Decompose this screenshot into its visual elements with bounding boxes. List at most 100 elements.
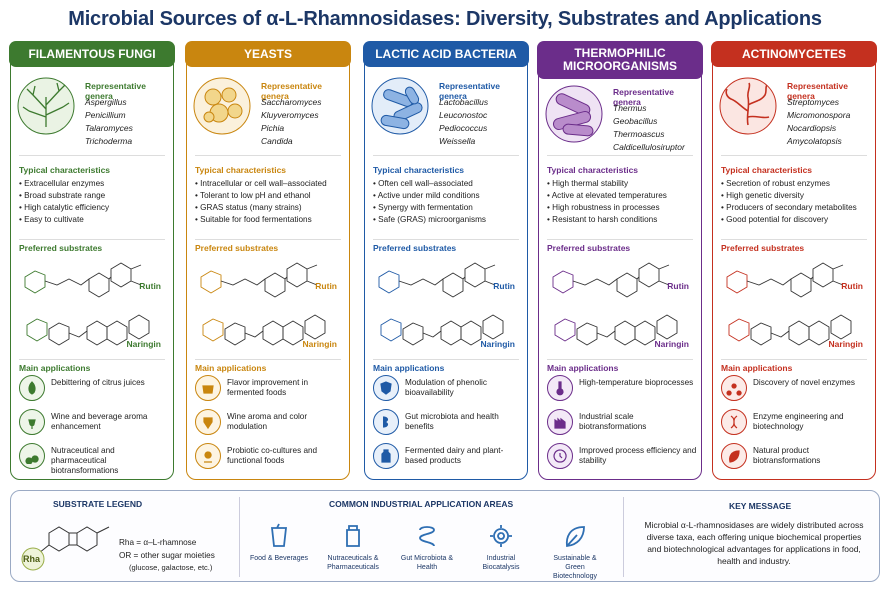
application-icon xyxy=(721,443,747,469)
application-icon xyxy=(547,443,573,469)
representative-genera-title: Representative genera xyxy=(85,81,146,101)
section-divider xyxy=(373,359,519,360)
application-item: High-temperature bioprocesses xyxy=(579,378,694,387)
genus-name: Caldicellulosiruptor xyxy=(613,142,685,152)
characteristic-item: Often cell wall–associated xyxy=(373,179,473,188)
rutin-structure xyxy=(721,255,869,312)
application-area: Food & Beverages xyxy=(247,521,311,563)
applications-title: Main applications xyxy=(373,363,445,373)
organism-illustration xyxy=(193,77,251,135)
substrate-label: Naringin xyxy=(480,339,515,349)
rutin-structure xyxy=(19,255,167,312)
naringin-structure xyxy=(547,305,695,362)
application-item: Natural product biotransformations xyxy=(753,446,821,465)
characteristics-title: Typical characteristics xyxy=(195,165,287,175)
substrates-title: Preferred substrates xyxy=(721,243,805,253)
application-item: Industrial scale biotransformations xyxy=(579,412,647,431)
representative-genera-title: Representative genera xyxy=(261,81,322,101)
substrates-title: Preferred substrates xyxy=(19,243,103,253)
genus-name: Talaromyces xyxy=(85,123,133,133)
divider-left xyxy=(239,497,240,577)
pill-bottle-icon xyxy=(338,521,368,551)
section-divider xyxy=(547,359,693,360)
substrates-title: Preferred substrates xyxy=(547,243,631,253)
substrate-label: Naringin xyxy=(828,339,863,349)
representative-genera-title: Representative genera xyxy=(787,81,848,101)
cup-icon xyxy=(264,521,294,551)
application-area-label: Gut Microbiota & Health xyxy=(400,555,454,571)
key-message-title: KEY MESSAGE xyxy=(729,501,792,511)
characteristic-item: High robustness in processes xyxy=(547,203,659,212)
section-divider xyxy=(547,239,693,240)
bottom-panel: SUBSTRATE LEGEND Rha Rha = α–L-rhamnose … xyxy=(10,490,880,582)
characteristic-item: Synergy with fermentation xyxy=(373,203,473,212)
organism-illustration xyxy=(719,77,777,135)
application-item: Fermented dairy and plant-based products xyxy=(405,446,504,465)
rha-tag: Rha xyxy=(23,554,41,564)
characteristic-item: Intracellular or cell wall–associated xyxy=(195,179,327,188)
substrate-label: Rutin xyxy=(315,281,337,291)
section-divider xyxy=(195,239,341,240)
application-area-label: Sustainable & Green Biotechnology xyxy=(553,555,597,580)
characteristic-item: High thermal stability xyxy=(547,179,628,188)
genus-name: Thermoascus xyxy=(613,129,665,139)
applications-title: Main applications xyxy=(547,363,619,373)
section-divider xyxy=(721,239,867,240)
characteristic-item: Extracellular enzymes xyxy=(19,179,104,188)
applications-title: Main applications xyxy=(19,363,91,373)
application-item: Flavor improvement in fermented foods xyxy=(227,378,308,397)
genus-name: Trichoderma xyxy=(85,136,133,146)
section-divider xyxy=(19,239,165,240)
or-definition: OR = other sugar moieties xyxy=(119,551,215,560)
characteristic-item: High genetic diversity xyxy=(721,191,804,200)
areas-title: COMMON INDUSTRIAL APPLICATION AREAS xyxy=(329,499,514,509)
substrates-title: Preferred substrates xyxy=(373,243,457,253)
characteristic-item: Broad substrate range xyxy=(19,191,105,200)
genus-name: Lactobacillus xyxy=(439,97,489,107)
application-item: Enzyme engineering and biotechnology xyxy=(753,412,844,431)
section-divider xyxy=(721,359,867,360)
application-icon xyxy=(373,409,399,435)
gear-icon xyxy=(486,521,516,551)
genus-name: Micromonospora xyxy=(787,110,851,120)
substrate-label: Naringin xyxy=(654,339,689,349)
application-icon xyxy=(373,443,399,469)
application-item: Debittering of citrus juices xyxy=(51,378,145,387)
characteristic-item: Easy to cultivate xyxy=(19,215,84,224)
application-area-label: Food & Beverages xyxy=(250,555,308,562)
application-icon xyxy=(547,375,573,401)
characteristic-item: Suitable for food fermentations xyxy=(195,215,312,224)
application-item: Probiotic co-cultures and functional foo… xyxy=(227,446,318,465)
section-divider xyxy=(547,155,693,156)
legend-title: SUBSTRATE LEGEND xyxy=(53,499,143,509)
rutin-structure xyxy=(373,255,521,312)
or-examples: (glucose, galactose, etc.) xyxy=(129,563,213,572)
application-item: Gut microbiota and health benefits xyxy=(405,412,499,431)
characteristic-item: Active at elevated temperatures xyxy=(547,191,667,200)
characteristic-item: Active under mild conditions xyxy=(373,191,480,200)
application-area-label: Industrial Biocatalysis xyxy=(482,555,520,571)
genus-name: Geobacillus xyxy=(613,116,658,126)
column-header: THERMOPHILIC MICROORGANISMS xyxy=(537,41,703,79)
applications-title: Main applications xyxy=(195,363,267,373)
characteristics-title: Typical characteristics xyxy=(373,165,465,175)
substrate-label: Rutin xyxy=(841,281,863,291)
genus-name: Thermus xyxy=(613,103,647,113)
genus-name: Saccharomyces xyxy=(261,97,322,107)
applications-title: Main applications xyxy=(721,363,793,373)
application-icon xyxy=(721,409,747,435)
application-icon xyxy=(373,375,399,401)
genus-name: Penicillium xyxy=(85,110,126,120)
application-icon xyxy=(195,409,221,435)
rutin-structure xyxy=(195,255,343,312)
genus-name: Weissella xyxy=(439,136,476,146)
column-header: ACTINOMYCETES xyxy=(711,41,877,67)
application-icon xyxy=(195,375,221,401)
application-icon xyxy=(721,375,747,401)
characteristic-item: Good potential for discovery xyxy=(721,215,828,224)
application-item: Wine aroma and color modulation xyxy=(227,412,308,431)
characteristics-title: Typical characteristics xyxy=(547,165,639,175)
